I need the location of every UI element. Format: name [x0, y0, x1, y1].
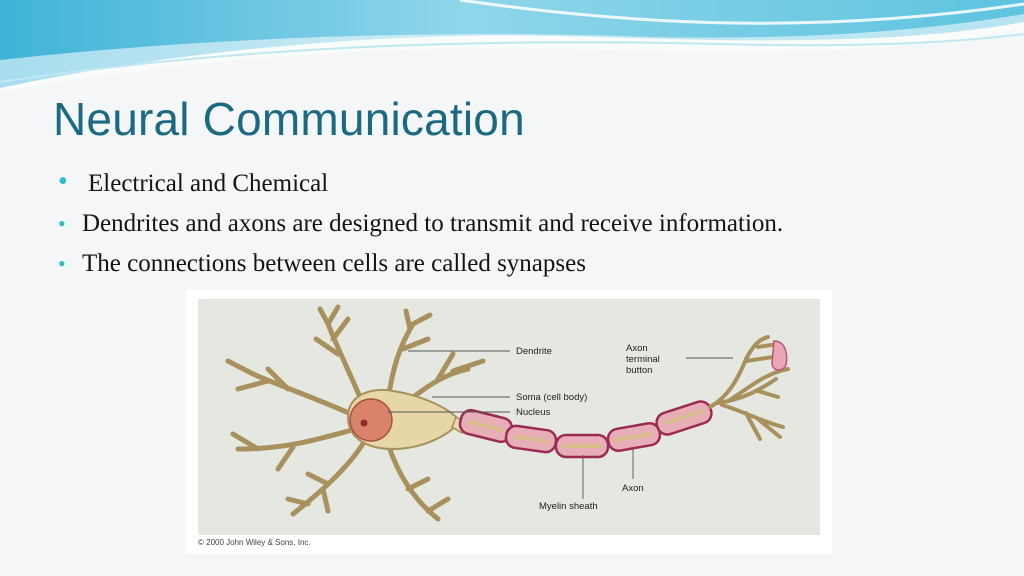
label-nucleus: Nucleus — [516, 407, 551, 418]
bullet-dot-icon: • — [58, 251, 66, 276]
bullet-dot-icon: • — [58, 166, 68, 197]
axon-terminals — [708, 335, 790, 441]
label-myelin-sheath: Myelin sheath — [539, 501, 598, 512]
label-axon-terminal-line1: Axon — [626, 343, 648, 354]
bullet-item: • Dendrites and axons are designed to tr… — [58, 206, 783, 246]
neuron-diagram: Dendrite Axon terminal button Soma (cell… — [198, 299, 820, 535]
nucleus — [349, 398, 393, 442]
axon-terminal-button — [771, 340, 788, 371]
bullet-text: Electrical and Chemical — [88, 170, 329, 197]
label-axon: Axon — [622, 483, 644, 494]
label-soma: Soma (cell body) — [516, 392, 587, 403]
bullet-list: • Electrical and Chemical • Dendrites an… — [58, 166, 783, 286]
bullet-dot-icon: • — [58, 211, 66, 236]
neuron-figure: Dendrite Axon terminal button Soma (cell… — [186, 290, 832, 554]
label-axon-terminal-line2: terminal — [626, 354, 660, 365]
slide-title: Neural Communication — [53, 93, 525, 145]
figure-copyright: © 2000 John Wiley & Sons, Inc. — [198, 538, 311, 547]
myelin-inner-axon — [468, 409, 704, 448]
label-dendrite: Dendrite — [516, 346, 552, 357]
bullet-text: Dendrites and axons are designed to tran… — [82, 210, 784, 237]
header-wave-decoration — [0, 0, 1024, 92]
figure-background — [198, 299, 820, 535]
dendrites — [225, 304, 486, 522]
leader-lines — [388, 350, 733, 499]
bullet-item: • The connections between cells are call… — [58, 246, 783, 286]
bullet-text: The connections between cells are called… — [82, 250, 586, 277]
nucleolus — [360, 419, 368, 427]
label-axon-terminal-line3: button — [626, 365, 652, 376]
bullet-item: • Electrical and Chemical — [58, 166, 783, 206]
